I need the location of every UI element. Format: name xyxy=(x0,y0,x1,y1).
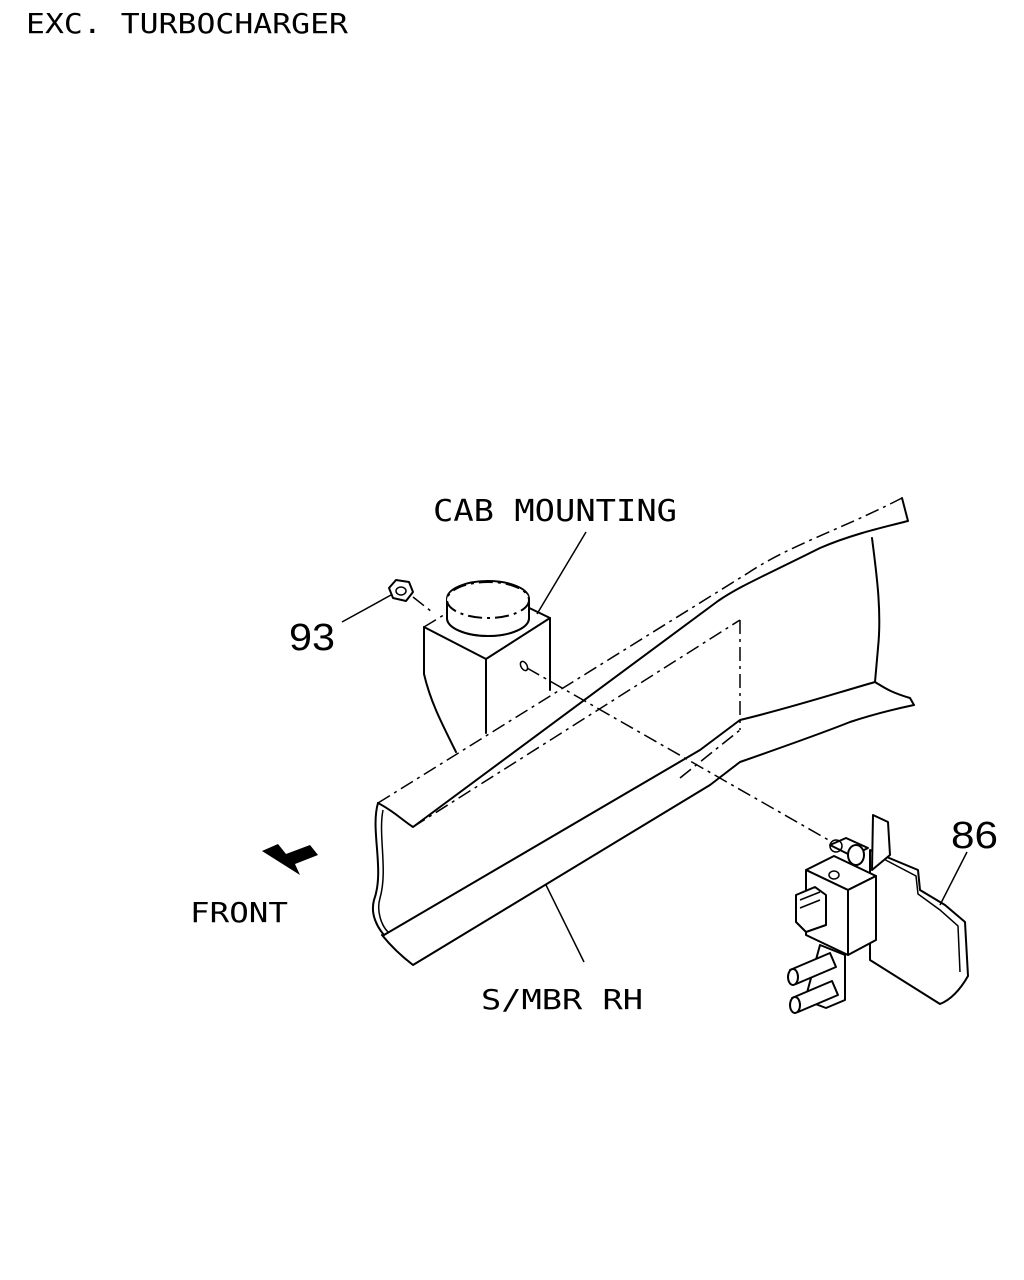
leader-side-member xyxy=(545,884,585,963)
part-number-93[interactable]: 93 xyxy=(289,617,335,659)
front-label: FRONT xyxy=(190,896,288,929)
leader-93 xyxy=(341,594,392,623)
side-member-frame xyxy=(372,497,915,966)
front-arrow-icon xyxy=(262,844,318,875)
leader-86 xyxy=(939,851,968,906)
side-member-label: S/MBR RH xyxy=(481,983,643,1016)
sensor-part-86[interactable] xyxy=(787,814,969,1014)
variant-title: EXC. TURBOCHARGER xyxy=(26,7,348,40)
alignment-line xyxy=(526,667,833,843)
nut-part-93[interactable] xyxy=(388,579,433,613)
cab-mounting-bracket xyxy=(423,580,551,753)
cab-mounting-label: CAB MOUNTING xyxy=(433,494,677,529)
leader-cab-mounting xyxy=(536,531,587,615)
part-number-86[interactable]: 86 xyxy=(951,815,998,857)
